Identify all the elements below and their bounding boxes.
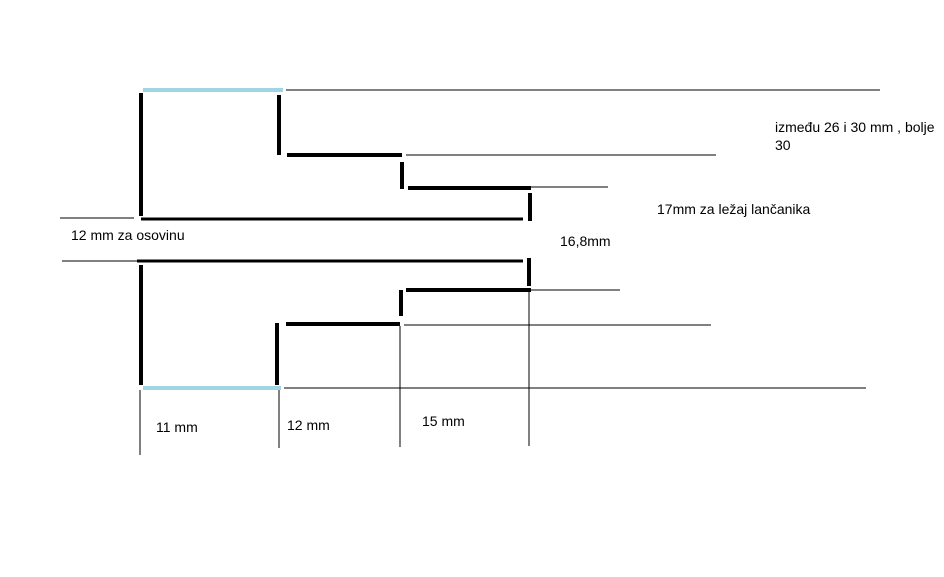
- outer-diameter-label: između 26 i 30 mm , bolje 30: [775, 119, 935, 153]
- highlight-lines: [143, 88, 283, 390]
- step-diameter-label: 16,8mm: [560, 233, 611, 249]
- length-1-label: 11 mm: [156, 419, 198, 435]
- bearing-diameter-label: 17mm za ležaj lančanika: [657, 201, 811, 217]
- length-2-label: 12 mm: [287, 417, 330, 433]
- profile-lines: [139, 93, 532, 385]
- extension-lines: [60, 89, 880, 455]
- bore-lines: [137, 217, 523, 263]
- shaft-diameter-label: 12 mm za osovinu: [71, 227, 185, 243]
- length-3-label: 15 mm: [422, 413, 465, 429]
